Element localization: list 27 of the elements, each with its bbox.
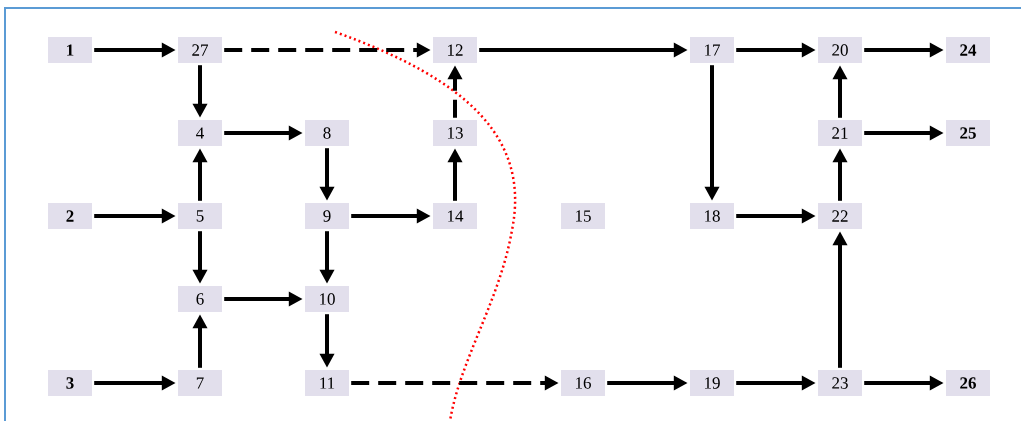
node-box: 23 (818, 370, 862, 396)
node-box: 11 (305, 370, 349, 396)
node-box: 18 (690, 203, 734, 229)
node-box: 13 (433, 120, 477, 146)
node-box: 4 (178, 120, 222, 146)
node-box: 10 (305, 286, 349, 312)
node-box: 24 (946, 37, 990, 63)
node-box: 7 (178, 370, 222, 396)
node-box: 25 (946, 120, 990, 146)
node-box: 19 (690, 370, 734, 396)
node-box: 9 (305, 203, 349, 229)
node-box: 15 (561, 203, 605, 229)
node-box: 20 (818, 37, 862, 63)
node-box: 27 (178, 37, 222, 63)
node-box: 12 (433, 37, 477, 63)
node-box: 21 (818, 120, 862, 146)
node-box: 2 (48, 203, 92, 229)
node-box: 1 (48, 37, 92, 63)
node-box: 17 (690, 37, 734, 63)
node-box: 3 (48, 370, 92, 396)
node-box: 26 (946, 370, 990, 396)
node-box: 14 (433, 203, 477, 229)
node-box: 22 (818, 203, 862, 229)
node-box: 6 (178, 286, 222, 312)
node-box: 8 (305, 120, 349, 146)
node-box: 5 (178, 203, 222, 229)
node-box: 16 (561, 370, 605, 396)
